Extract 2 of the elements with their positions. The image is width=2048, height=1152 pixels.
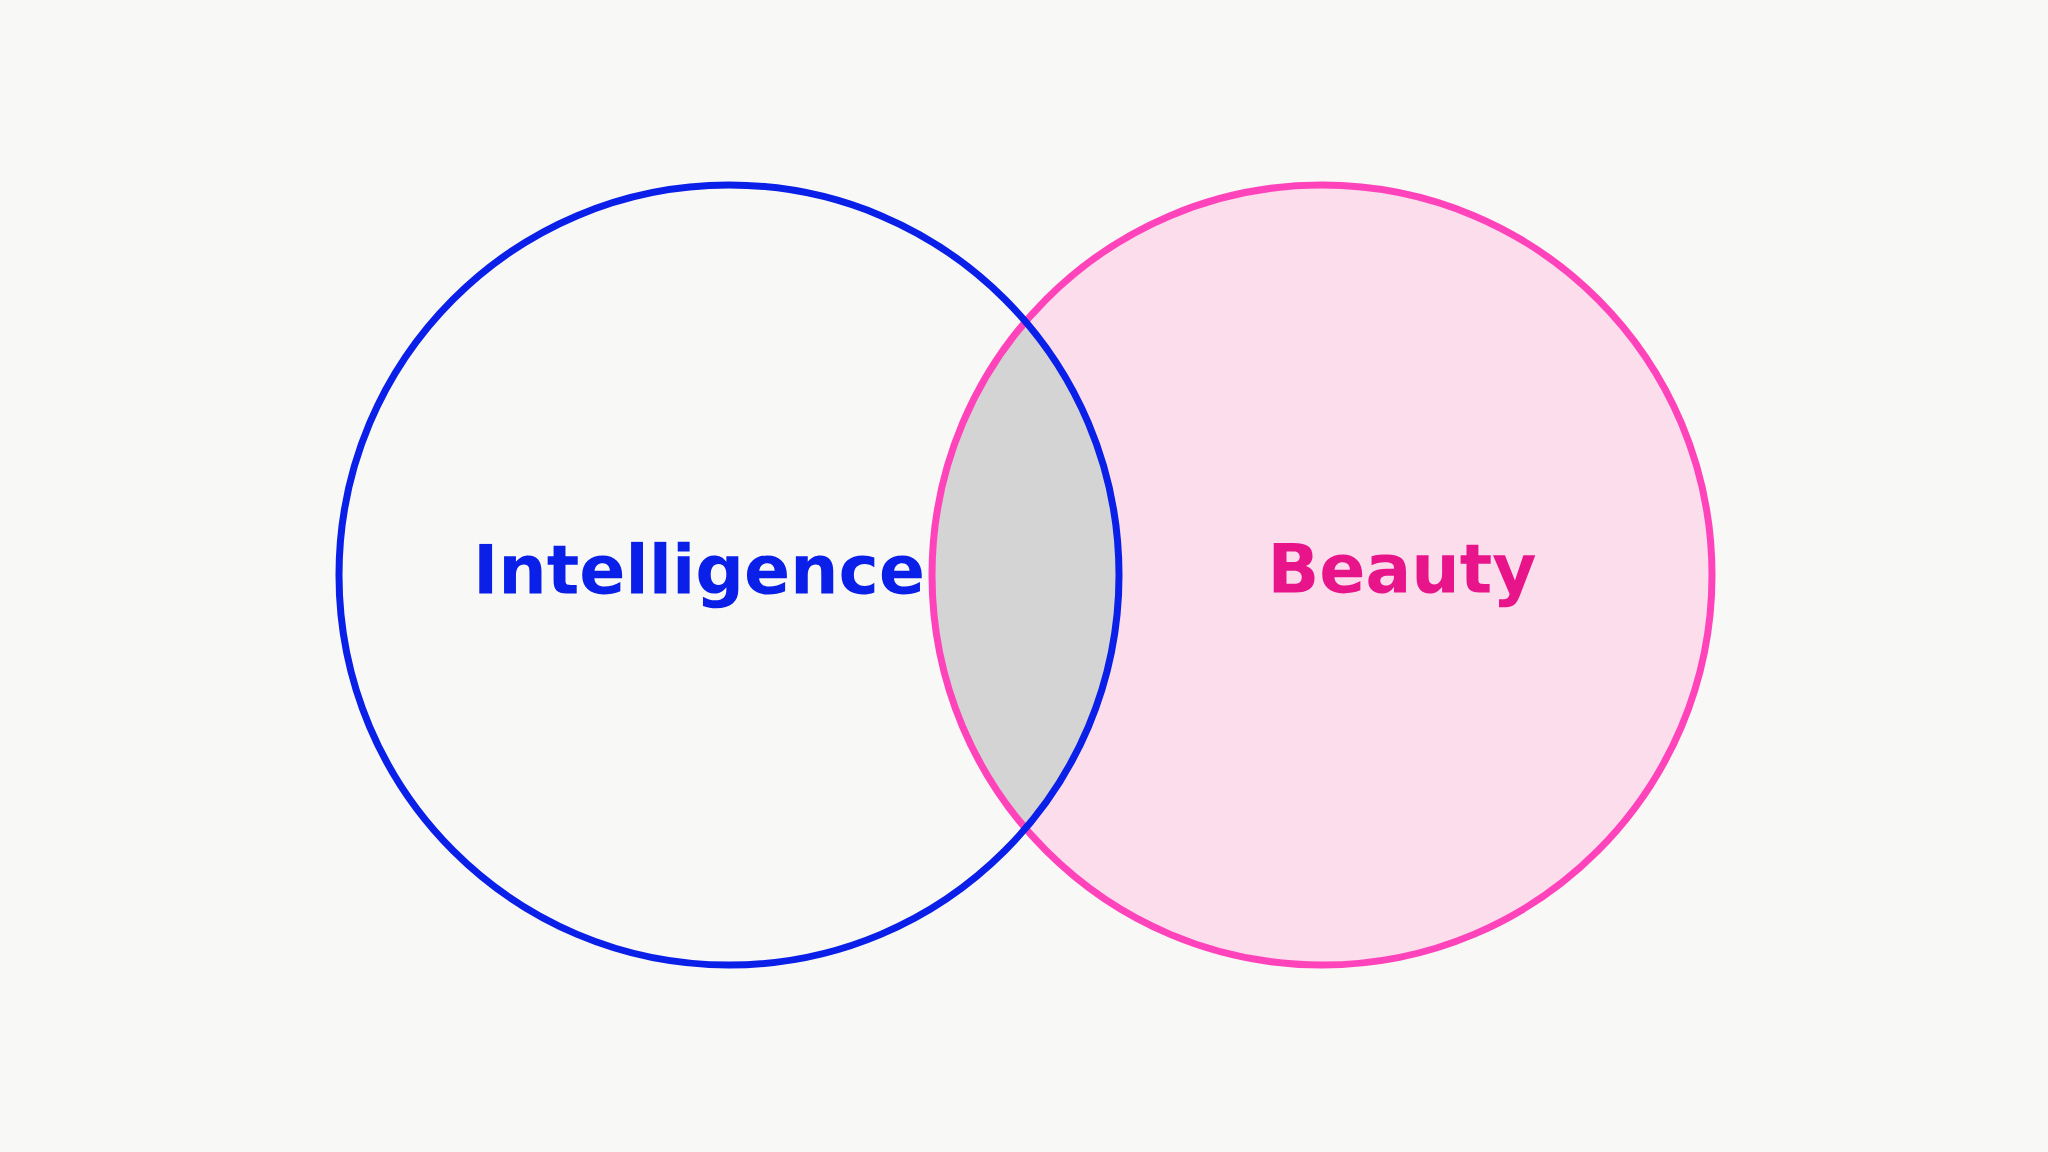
circle-label: Intelligence	[479, 541, 922, 609]
circle	[335, 181, 1123, 969]
